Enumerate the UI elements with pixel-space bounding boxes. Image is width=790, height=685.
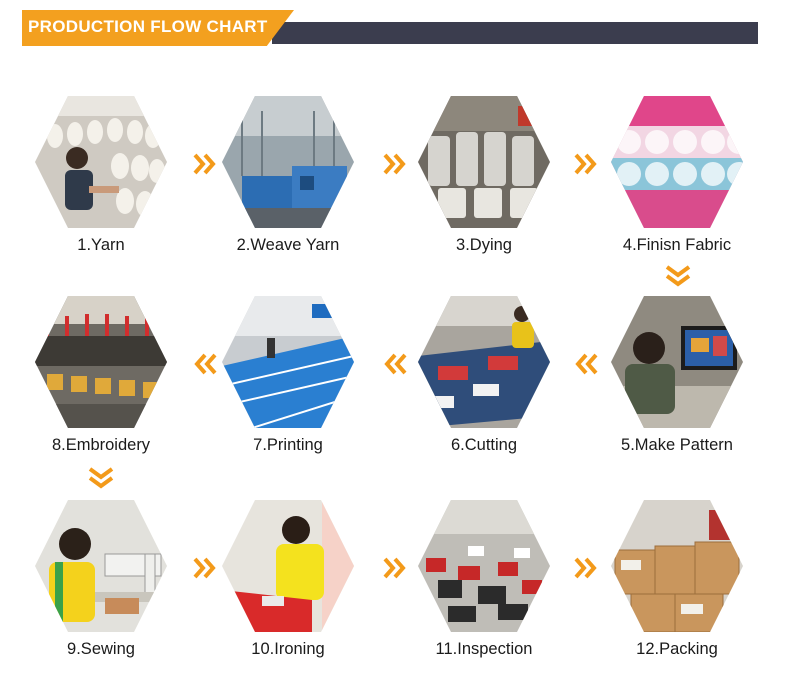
cutting-photo xyxy=(418,296,550,428)
finish-fabric-photo xyxy=(611,96,743,228)
make-pattern-photo xyxy=(611,296,743,428)
banner-accent-tab: PRODUCTION FLOW CHART xyxy=(22,10,294,46)
step-weave-yarn: 2.Weave Yarn xyxy=(222,96,354,266)
page-title: PRODUCTION FLOW CHART xyxy=(28,17,268,36)
step-label: 3.Dying xyxy=(456,236,512,254)
chevron-right-icon xyxy=(382,152,408,176)
chevron-left-icon xyxy=(192,352,218,376)
step-ironing: 10.Ironing xyxy=(222,500,354,670)
packing-photo xyxy=(611,500,743,632)
chevron-right-icon xyxy=(573,152,599,176)
step-cutting: 6.Cutting xyxy=(418,296,550,466)
chevron-right-icon xyxy=(192,556,218,580)
step-label: 7.Printing xyxy=(253,436,323,454)
step-label: 5.Make Pattern xyxy=(621,436,733,454)
step-label: 1.Yarn xyxy=(77,236,125,254)
chevron-left-icon xyxy=(382,352,408,376)
step-yarn: 1.Yarn xyxy=(35,96,167,266)
yarn-photo xyxy=(35,96,167,228)
step-label: 2.Weave Yarn xyxy=(236,236,340,254)
dying-photo xyxy=(418,96,550,228)
printing-photo xyxy=(222,296,354,428)
step-label: 11.Inspection xyxy=(435,640,533,658)
step-finish-fabric: 4.Finisn Fabric xyxy=(611,96,743,266)
chevron-right-icon xyxy=(573,556,599,580)
step-label: 12.Packing xyxy=(636,640,718,658)
step-label: 4.Finisn Fabric xyxy=(622,236,732,254)
step-inspection: 11.Inspection xyxy=(418,500,550,670)
chevron-right-icon xyxy=(192,152,218,176)
inspection-photo xyxy=(418,500,550,632)
step-sewing: 9.Sewing xyxy=(35,500,167,670)
chevron-down-icon xyxy=(665,264,691,288)
step-packing: 12.Packing xyxy=(611,500,743,670)
step-label: 6.Cutting xyxy=(450,436,518,454)
embroidery-photo xyxy=(35,296,167,428)
step-label: 9.Sewing xyxy=(67,640,135,658)
step-embroidery: 8.Embroidery xyxy=(35,296,167,466)
step-label: 8.Embroidery xyxy=(51,436,151,454)
chevron-left-icon xyxy=(573,352,599,376)
chevron-right-icon xyxy=(382,556,408,580)
step-label: 10.Ironing xyxy=(251,640,325,658)
sewing-photo xyxy=(35,500,167,632)
banner-dark-bar xyxy=(272,22,758,44)
step-printing: 7.Printing xyxy=(222,296,354,466)
header-banner: PRODUCTION FLOW CHART xyxy=(22,10,758,46)
step-dying: 3.Dying xyxy=(418,96,550,266)
ironing-photo xyxy=(222,500,354,632)
chevron-down-icon xyxy=(88,466,114,490)
weave-yarn-photo xyxy=(222,96,354,228)
step-make-pattern: 5.Make Pattern xyxy=(611,296,743,466)
